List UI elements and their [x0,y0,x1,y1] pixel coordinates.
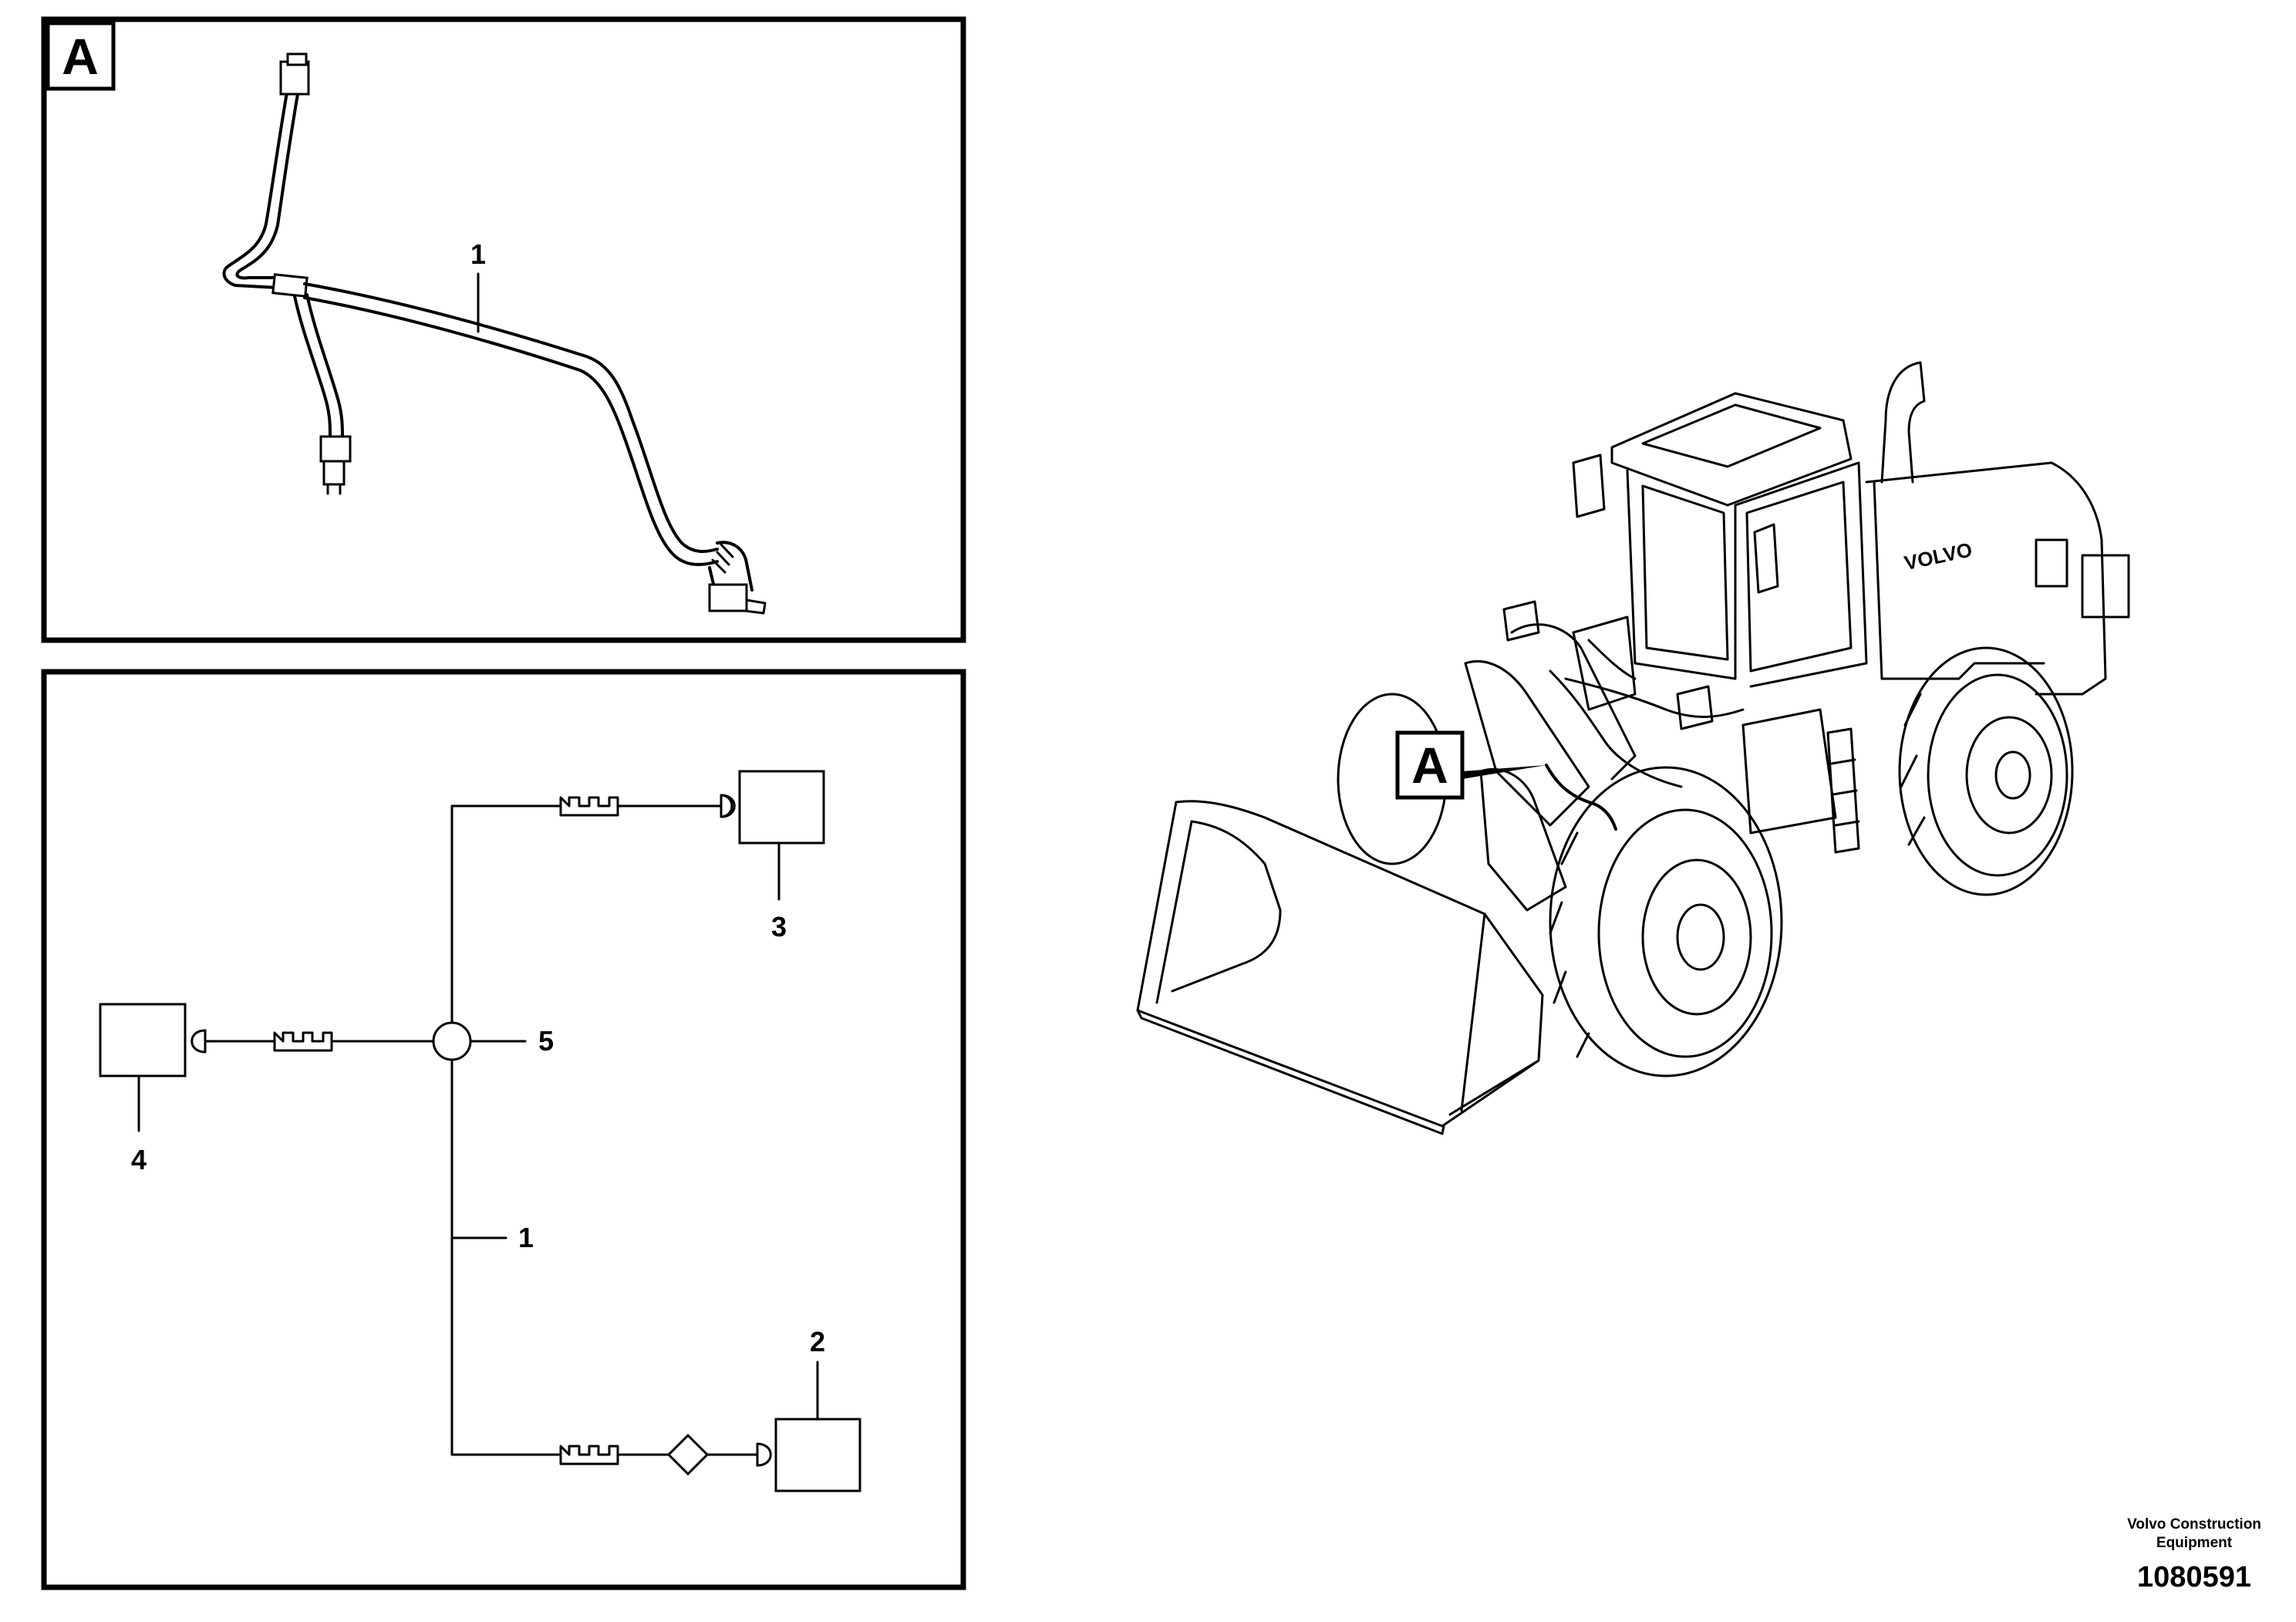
panel-a-tag-box [46,21,116,91]
panel-a-callout-1: 1 [470,238,486,270]
panel-a-tag: A [62,28,99,85]
junction-sleeve [271,273,308,298]
callout-2: 2 [810,1326,825,1357]
cab [1572,392,1868,688]
callout-1: 1 [518,1222,534,1253]
callout-4: 4 [131,1144,147,1175]
component-3 [738,770,825,845]
component-4 [99,1003,187,1077]
figure-number: 1080591 [2137,1561,2251,1593]
connector-bottom [559,1445,619,1465]
panel-a-frame [41,16,966,643]
front-wheel [1549,766,1783,1077]
highlighted-harness [1545,764,1617,831]
schematic-frame [41,669,966,1590]
schematic-panel: 3 4 5 1 2 [41,669,966,1590]
callout-5: 5 [538,1025,554,1057]
machine-detail-tag-box [1395,730,1465,800]
company-name-line1: Volvo Construction [2127,1516,2261,1533]
diamond-symbol [666,1433,710,1476]
connector-top [559,796,619,817]
callout-3: 3 [771,911,787,943]
wheel-loader: VOLVO [1136,361,2130,1135]
splice-point [432,1021,472,1061]
bucket [1136,800,1544,1135]
rear-wheel [1898,646,2074,896]
footer: Volvo Construction Equipment 1080591 [2127,1516,2261,1593]
component-2 [774,1418,861,1492]
lower-connector [319,435,352,463]
brand-text: VOLVO [1902,538,1974,575]
bottom-right-connector [708,583,748,612]
machine-detail-tag: A [1411,737,1448,794]
company-name-line2: Equipment [2156,1535,2233,1551]
detail-pointer [1462,765,1546,779]
harness-drawing [222,52,767,615]
connector-left [273,1031,333,1052]
top-connector [279,60,310,96]
panel-a: A 1 [41,16,966,643]
